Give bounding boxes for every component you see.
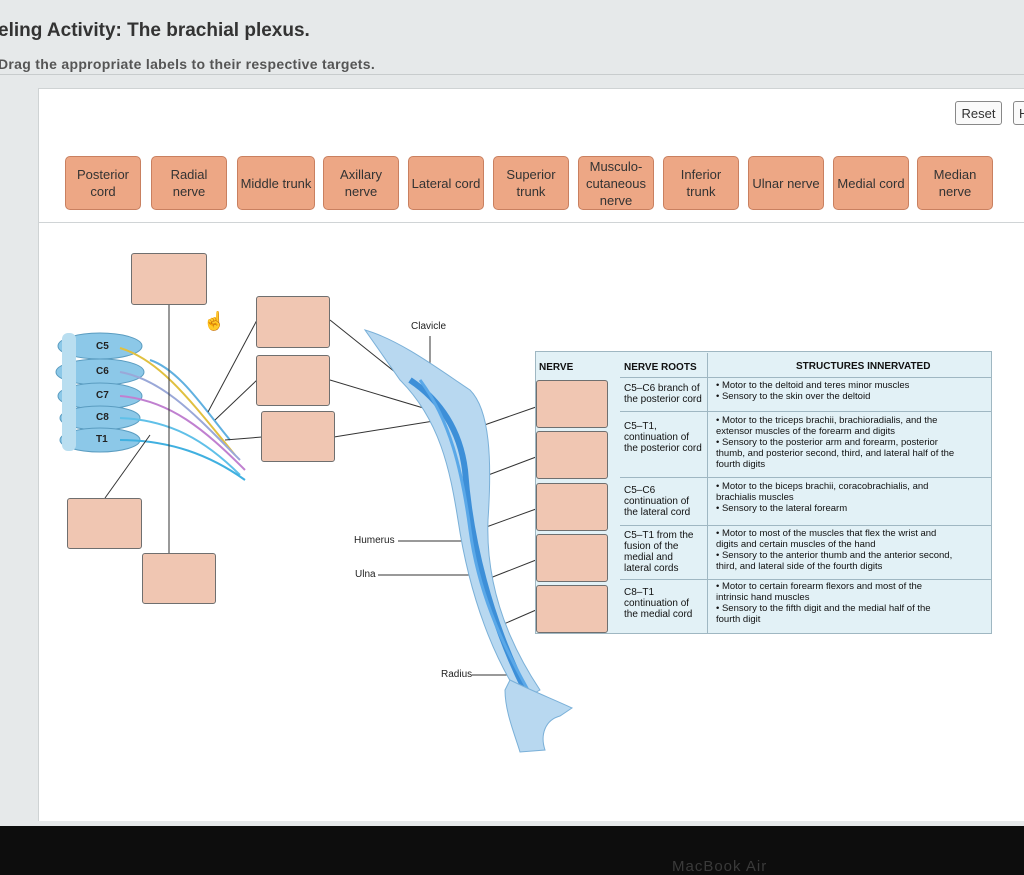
drop-target[interactable]: [536, 380, 608, 428]
reset-button[interactable]: Reset: [955, 101, 1002, 125]
plexus-nerves: [119, 347, 246, 481]
table-divider: [620, 579, 992, 580]
table-divider: [620, 377, 992, 378]
table-header-structures: STRUCTURES INNERVATED: [796, 361, 931, 372]
vertebra-label: C8: [96, 412, 109, 423]
clavicle-label: Clavicle: [411, 321, 447, 332]
table-cell-structures: • Motor to the deltoid and teres minor m…: [716, 380, 910, 402]
vertebra-label: T1: [96, 434, 108, 445]
hand-cursor-icon: ☝: [203, 310, 225, 332]
label-middle-trunk[interactable]: Middle trunk: [237, 156, 315, 210]
drop-target[interactable]: [256, 296, 330, 348]
table-header-nerve: NERVE: [539, 362, 574, 373]
table-header-roots: NERVE ROOTS: [624, 362, 697, 373]
drop-target[interactable]: [142, 553, 216, 604]
nerve-table: [535, 351, 992, 634]
drop-target[interactable]: [131, 253, 207, 305]
table-cell-structures: • Motor to the biceps brachii, coracobra…: [716, 481, 929, 514]
drop-target[interactable]: [536, 483, 608, 531]
help-button[interactable]: H: [1013, 101, 1024, 125]
table-cell-structures: • Motor to most of the muscles that flex…: [716, 528, 953, 572]
label-posterior-cord[interactable]: Posterior cord: [65, 156, 141, 210]
table-cell-roots: C5–T1, continuation of the posterior cor…: [624, 421, 702, 454]
label-bank-divider: [38, 222, 1024, 223]
bezel-text: MacBook Air: [672, 858, 768, 875]
ulna-label: Ulna: [355, 569, 376, 580]
label-axillary-nerve[interactable]: Axillary nerve: [323, 156, 399, 210]
header-divider: [0, 74, 1024, 75]
label-ulnar-nerve[interactable]: Ulnar nerve: [748, 156, 824, 210]
table-cell-roots: C5–T1 from the fusion of the medial and …: [624, 530, 694, 574]
label-superior-trunk[interactable]: Superior trunk: [493, 156, 569, 210]
table-cell-roots: C8–T1 continuation of the medial cord: [624, 587, 693, 620]
label-musculocutaneous-nerve[interactable]: Musculo- cutaneous nerve: [578, 156, 654, 210]
laptop-bezel: [0, 826, 1024, 875]
vertebra-label: C7: [96, 390, 109, 401]
instruction-text: Drag the appropriate labels to their res…: [0, 56, 376, 72]
table-divider: [620, 525, 992, 526]
drop-target[interactable]: [261, 411, 335, 462]
table-cell-roots: C5–C6 continuation of the lateral cord: [624, 485, 691, 518]
table-cell-structures: • Motor to the triceps brachii, brachior…: [716, 415, 955, 470]
drop-target[interactable]: [536, 534, 608, 582]
label-lateral-cord[interactable]: Lateral cord: [408, 156, 484, 210]
arm-graphic: [363, 329, 574, 753]
drop-target[interactable]: [536, 585, 608, 633]
vertebra-label: C5: [96, 341, 109, 352]
activity-title: eling Activity: The brachial plexus.: [0, 20, 310, 41]
label-inferior-trunk[interactable]: Inferior trunk: [663, 156, 739, 210]
table-divider: [620, 411, 992, 412]
table-divider: [707, 353, 708, 633]
table-cell-structures: • Motor to certain forearm flexors and m…: [716, 581, 931, 625]
radius-label: Radius: [441, 669, 473, 680]
drop-target[interactable]: [256, 355, 330, 406]
label-median-nerve[interactable]: Median nerve: [917, 156, 993, 210]
table-cell-roots: C5–C6 branch of the posterior cord: [624, 383, 702, 405]
label-medial-cord[interactable]: Medial cord: [833, 156, 909, 210]
table-divider: [620, 477, 992, 478]
drop-target[interactable]: [67, 498, 142, 549]
vertebra-label: C6: [96, 366, 109, 377]
label-radial-nerve[interactable]: Radial nerve: [151, 156, 227, 210]
spine-graphic: [55, 332, 145, 453]
drop-target[interactable]: [536, 431, 608, 479]
humerus-label: Humerus: [354, 535, 395, 546]
